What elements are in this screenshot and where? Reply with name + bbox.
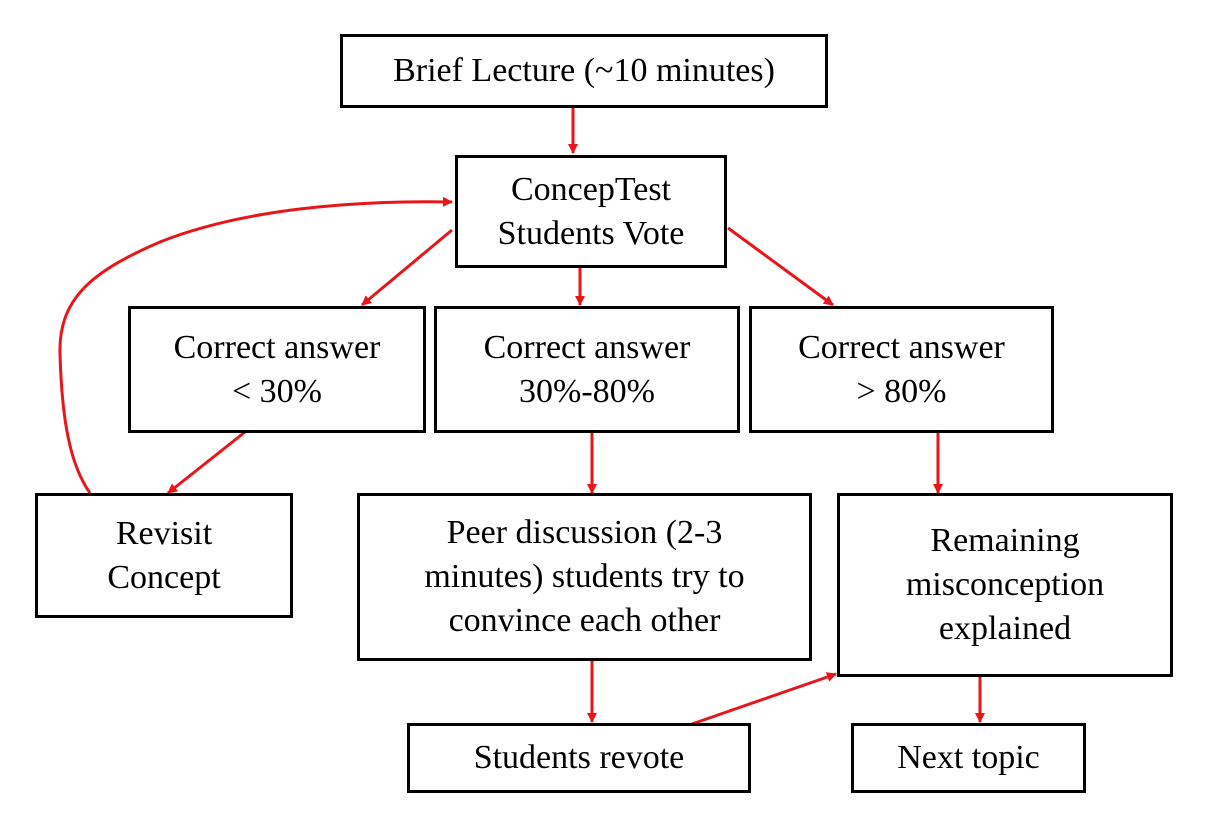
node-remaining-line-2: misconception — [905, 566, 1105, 603]
node-conceptest-line-2: Students Vote — [497, 214, 685, 252]
node-remaining-misconception: Remaining misconception explained — [837, 493, 1173, 677]
node-brief-lecture: Brief Lecture (~10 minutes) — [340, 34, 828, 108]
node-next-topic: Next topic — [851, 723, 1086, 793]
node-correct-low-line-1: Correct answer — [173, 328, 381, 366]
node-correct-high-line-2: > 80% — [856, 372, 947, 410]
node-peer-discussion: Peer discussion (2-3 minutes) students t… — [357, 493, 812, 661]
node-correct-mid: Correct answer 30%-80% — [434, 306, 740, 433]
node-peer-discussion-line-3: convince each other — [448, 602, 721, 639]
node-students-revote: Students revote — [407, 723, 751, 793]
node-correct-low-line-2: < 30% — [232, 372, 322, 410]
arrow-conceptest-to-low — [361, 228, 453, 307]
arrow-conceptest-to-high — [727, 226, 834, 307]
node-correct-high-line-1: Correct answer — [798, 328, 1005, 366]
node-next-topic-text: Next topic — [897, 739, 1040, 776]
node-revisit-line-1: Revisit — [115, 514, 213, 552]
node-remaining-line-3: explained — [938, 610, 1072, 647]
node-peer-discussion-line-2: minutes) students try to — [424, 558, 745, 595]
node-conceptest: ConcepTest Students Vote — [455, 155, 727, 268]
arrow-revisit-to-conceptest — [58, 196, 453, 494]
node-correct-mid-line-2: 30%-80% — [519, 372, 655, 410]
node-revisit-line-2: Concept — [107, 558, 221, 596]
node-correct-mid-line-1: Correct answer — [483, 328, 691, 366]
node-peer-discussion-line-1: Peer discussion (2-3 — [446, 514, 723, 551]
node-correct-low: Correct answer < 30% — [128, 306, 426, 433]
node-brief-lecture-text: Brief Lecture (~10 minutes) — [393, 52, 775, 89]
arrow-low-to-revisit — [167, 430, 246, 495]
node-students-revote-text: Students revote — [473, 739, 685, 776]
node-correct-high: Correct answer > 80% — [749, 306, 1054, 433]
node-revisit: Revisit Concept — [35, 493, 293, 618]
node-remaining-line-1: Remaining — [930, 522, 1080, 559]
node-conceptest-line-1: ConcepTest — [510, 170, 672, 208]
arrow-revote-to-remaining — [691, 672, 837, 726]
